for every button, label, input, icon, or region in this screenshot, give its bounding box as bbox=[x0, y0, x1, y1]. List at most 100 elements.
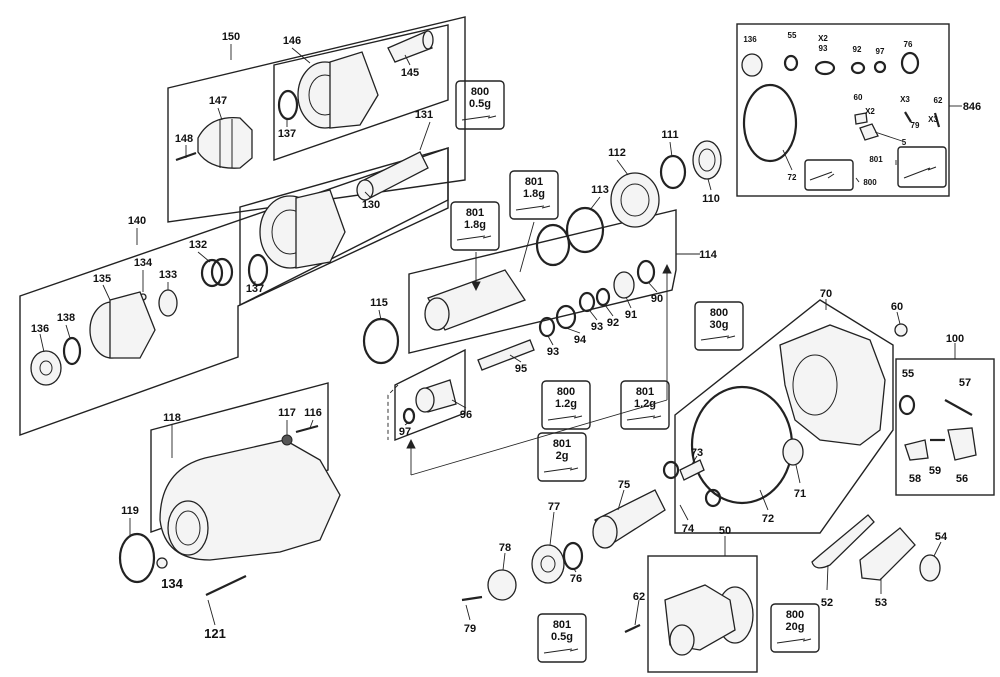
chuck-collar-146-body bbox=[329, 51, 379, 129]
label-111: 111 bbox=[661, 129, 678, 141]
label-60: 60 bbox=[891, 301, 903, 313]
label-79-kit846: 79 bbox=[911, 121, 920, 130]
label-150: 150 bbox=[222, 31, 240, 43]
label-130: 130 bbox=[362, 199, 380, 211]
svg-text:30g: 30g bbox=[710, 319, 729, 331]
label-134-upper: 134 bbox=[134, 257, 153, 269]
piston-96-end bbox=[415, 387, 435, 413]
label-121: 121 bbox=[204, 626, 226, 641]
gear-housing-70 bbox=[779, 324, 886, 446]
label-112: 112 bbox=[608, 147, 626, 159]
label-136-kit846: 136 bbox=[743, 35, 757, 44]
label-115: 115 bbox=[370, 297, 388, 309]
screw-121 bbox=[205, 575, 247, 596]
chuck-sleeve-145 bbox=[387, 31, 433, 63]
flow-arrows bbox=[387, 221, 672, 476]
label-97: 97 bbox=[399, 426, 411, 438]
spring-132-b bbox=[210, 257, 234, 287]
kit-150-outline bbox=[167, 16, 466, 223]
leader-lines bbox=[39, 44, 962, 626]
grease-callout-801-kit846-tube bbox=[903, 166, 937, 179]
svg-text:0.5g: 0.5g bbox=[469, 98, 491, 110]
kit-131-outline bbox=[239, 147, 449, 307]
label-96: 96 bbox=[460, 409, 472, 421]
label-93-a: 93 bbox=[547, 346, 559, 358]
label-136-lower: 136 bbox=[31, 323, 49, 335]
ring-74-b bbox=[704, 488, 722, 508]
label-x3-79: X3 bbox=[900, 95, 910, 104]
label-56: 56 bbox=[956, 473, 968, 485]
label-5: 5 bbox=[902, 138, 907, 147]
lever-52 bbox=[811, 514, 875, 569]
grease-callout-800-kit846-tube bbox=[809, 171, 835, 181]
svg-text:801: 801 bbox=[553, 619, 571, 631]
front-housing-118-bore bbox=[167, 500, 209, 556]
label-100: 100 bbox=[946, 333, 964, 345]
ring-74-a bbox=[662, 460, 680, 480]
screw-116 bbox=[295, 424, 319, 434]
svg-text:2g: 2g bbox=[556, 450, 569, 462]
label-74: 74 bbox=[682, 523, 695, 535]
grease-callout-800-0.5g: 800 0.5g bbox=[455, 80, 505, 130]
label-110: 110 bbox=[702, 193, 720, 205]
grease-callout-800-30g: 800 30g bbox=[694, 301, 744, 351]
cap-136-hole bbox=[39, 360, 53, 376]
tool-holder-130-end bbox=[356, 179, 374, 201]
svg-text:801: 801 bbox=[525, 176, 543, 188]
label-146: 146 bbox=[283, 35, 301, 47]
gear-housing-70-bore bbox=[792, 354, 838, 416]
label-131: 131 bbox=[415, 109, 433, 121]
barrel-end bbox=[424, 297, 450, 331]
washer-93-a bbox=[538, 316, 556, 338]
grease-callout-800-1.2g: 800 1.2g bbox=[541, 380, 591, 430]
bearing-91 bbox=[613, 271, 635, 299]
svg-text:801: 801 bbox=[553, 438, 571, 450]
ring-55-kit846 bbox=[783, 54, 799, 72]
chuck-sleeve-145-end bbox=[422, 30, 434, 50]
label-93-b: 93 bbox=[591, 321, 603, 333]
label-95: 95 bbox=[515, 363, 527, 375]
label-800-kit846: 800 bbox=[863, 178, 877, 187]
label-72-kit846: 72 bbox=[788, 173, 797, 182]
screw-79-kit846 bbox=[904, 111, 912, 123]
label-62-kit846: 62 bbox=[934, 96, 943, 105]
label-76-kit846: 76 bbox=[904, 40, 913, 49]
svg-text:800: 800 bbox=[557, 386, 575, 398]
grease-callout-800-kit846 bbox=[804, 159, 854, 191]
label-93-kit846: 93 bbox=[819, 44, 828, 53]
svg-text:20g: 20g bbox=[786, 621, 805, 633]
gasket-72-kit846 bbox=[742, 83, 798, 163]
svg-text:1.2g: 1.2g bbox=[555, 398, 577, 410]
o-ring-97 bbox=[402, 407, 416, 425]
label-135: 135 bbox=[93, 273, 111, 285]
plug-60 bbox=[894, 323, 908, 337]
crank-75-end bbox=[592, 515, 618, 549]
screw-62 bbox=[624, 624, 641, 633]
label-114: 114 bbox=[699, 249, 718, 261]
gasket-72 bbox=[690, 385, 794, 505]
label-137-upper: 137 bbox=[278, 128, 296, 140]
kit-50-outline bbox=[647, 555, 758, 673]
washer-93-b bbox=[578, 291, 596, 313]
retaining-ring-137-lower bbox=[247, 253, 269, 287]
retaining-ring-137-upper bbox=[277, 89, 299, 121]
ring-119 bbox=[118, 532, 156, 584]
pin-73 bbox=[679, 459, 705, 481]
kit-846-outline bbox=[736, 23, 950, 197]
label-801-kit846: 801 bbox=[869, 155, 883, 164]
switch-53 bbox=[859, 527, 916, 581]
svg-text:1.8g: 1.8g bbox=[464, 219, 486, 231]
grease-callout-801-2g: 801 2g bbox=[537, 432, 587, 482]
lever-58 bbox=[904, 439, 929, 461]
sleeve-135-body bbox=[109, 291, 156, 359]
label-60-kit846: 60 bbox=[854, 93, 863, 102]
label-79: 79 bbox=[464, 623, 476, 635]
ring-97-kit846 bbox=[873, 60, 887, 74]
label-97-kit846: 97 bbox=[876, 47, 885, 56]
svg-text:800: 800 bbox=[710, 307, 728, 319]
label-57: 57 bbox=[959, 377, 971, 389]
cap-136-kit846 bbox=[741, 53, 763, 77]
kit-100-outline bbox=[895, 358, 995, 496]
label-76: 76 bbox=[570, 573, 582, 585]
